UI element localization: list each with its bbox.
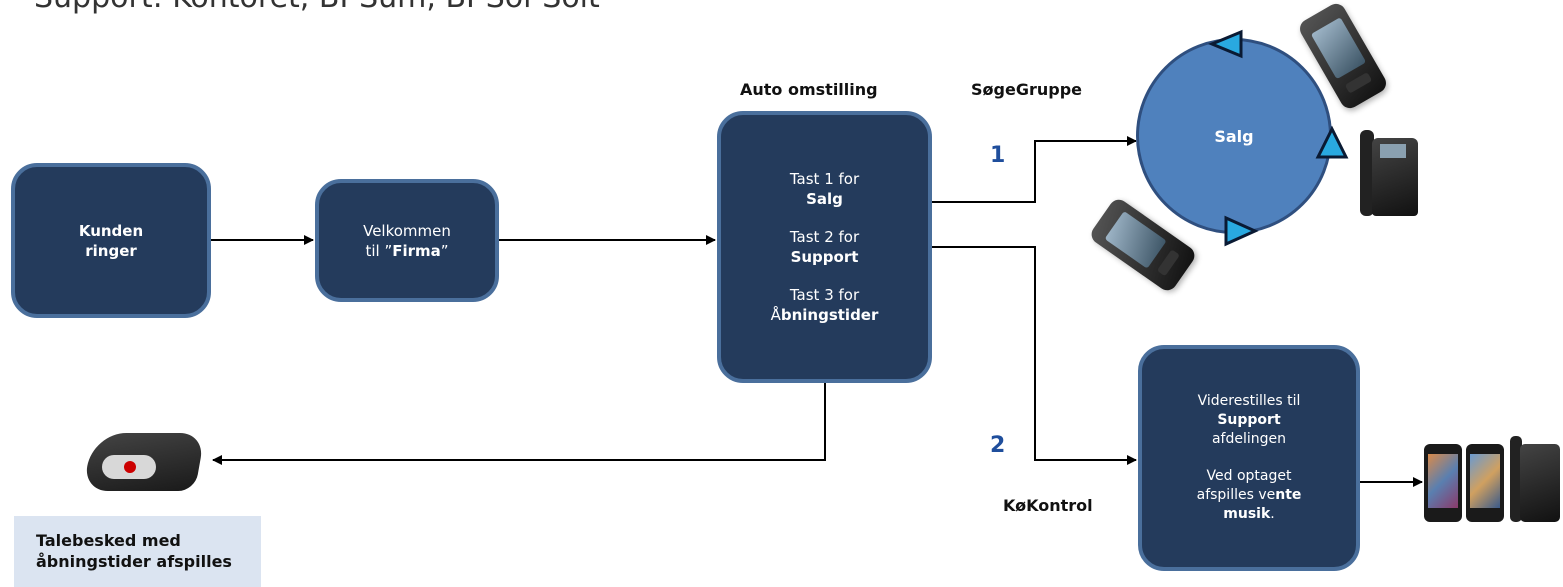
route-number-1: 1 xyxy=(990,143,1006,168)
salg-label: Salg xyxy=(1214,126,1254,146)
koekontrol-label: KøKontrol xyxy=(1003,496,1093,515)
arrow-auto-salg xyxy=(932,136,1137,203)
auto-omstilling-heading: Auto omstilling xyxy=(740,80,878,99)
route-number-2: 2 xyxy=(990,433,1006,458)
soegegruppe-label: SøgeGruppe xyxy=(971,80,1082,99)
kunden-ringer-box: Kunden ringer xyxy=(11,163,211,318)
support-line6: musik. xyxy=(1223,506,1275,522)
triangle-bottom xyxy=(1224,215,1259,247)
velkommen-line2: til ”Firma” xyxy=(365,241,449,260)
arrow-auto-support xyxy=(932,246,1137,465)
triangle-right xyxy=(1315,125,1349,159)
arrow-auto-talebesked xyxy=(212,382,826,465)
talebesked-line1: Talebesked med xyxy=(36,531,181,550)
support-box: Viderestilles til Support afdelingen Ved… xyxy=(1138,345,1360,571)
support-line4: Ved optaget xyxy=(1206,468,1292,484)
phone-group-icon xyxy=(1424,436,1562,532)
auto-omstilling-box: Tast 1 for Salg Tast 2 for Support Tast … xyxy=(717,111,932,383)
kunden-line2: ringer xyxy=(85,241,137,260)
answering-machine-icon xyxy=(82,425,206,495)
support-line5: afspilles vente xyxy=(1196,487,1302,503)
desk-phone-icon xyxy=(1360,130,1420,220)
support-line3: afdelingen xyxy=(1211,431,1287,447)
support-line2: Support xyxy=(1217,412,1281,428)
page-title: Support: Kontoret, BI-Sum, BI-Sol-Solt xyxy=(34,0,600,15)
opt1-text: Tast 1 for xyxy=(789,170,860,188)
opt3-text: Tast 3 for xyxy=(789,286,860,304)
velkommen-box: Velkommen til ”Firma” xyxy=(315,179,499,302)
triangle-top xyxy=(1208,29,1243,59)
velkommen-line1: Velkommen xyxy=(363,221,451,240)
opt2-text: Tast 2 for xyxy=(789,228,860,246)
opt3-bold: Åbningstider xyxy=(770,306,879,324)
opt1-bold: Salg xyxy=(806,190,843,208)
support-line1: Viderestilles til xyxy=(1197,393,1301,409)
talebesked-note: Talebesked med åbningstider afspilles xyxy=(14,516,261,587)
talebesked-line2: åbningstider afspilles xyxy=(36,552,232,571)
opt2-bold: Support xyxy=(790,248,859,266)
kunden-line1: Kunden xyxy=(78,221,144,240)
